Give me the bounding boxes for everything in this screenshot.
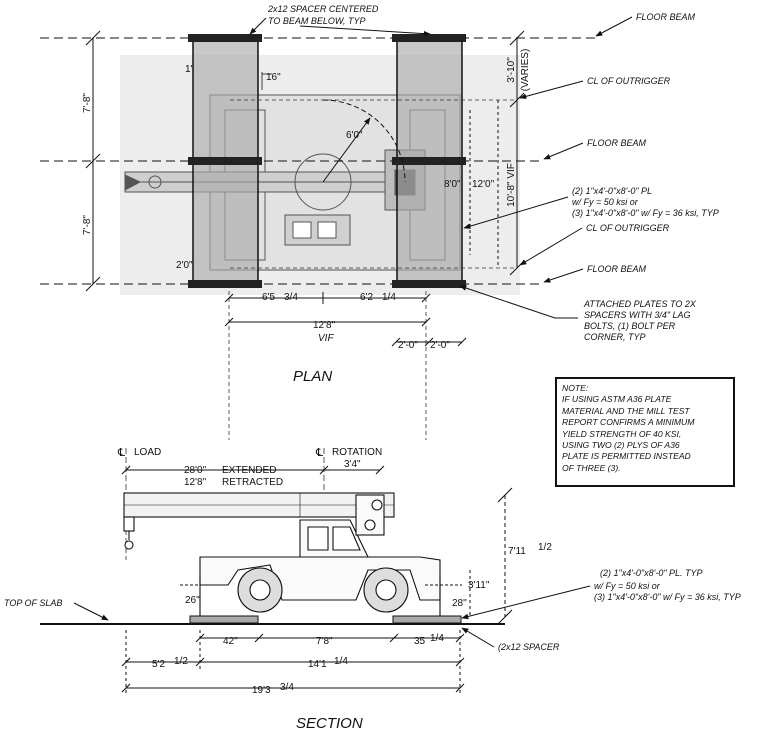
dim-seven-eight: 7'8"	[316, 636, 333, 647]
dim-six-five: 6'5	[262, 292, 275, 303]
cl-rotation-symbol: ℄	[315, 447, 323, 459]
dim-five-two-frac: 1/2	[174, 656, 188, 667]
dim-six-two: 6'2	[360, 292, 373, 303]
dim-twenty-eight-in: 28"	[452, 598, 467, 609]
dim-varies-note: (VARIES)	[520, 49, 531, 92]
crane-hook-block	[123, 516, 135, 532]
dim-two-ft-side: 2'0"	[176, 260, 193, 271]
dim-two-ft-b: 2'-0"	[430, 340, 450, 351]
dim-twelve-eight-sec: 12'8"	[184, 477, 207, 488]
dim-left-lower: 7'-8"	[82, 215, 93, 235]
dim-two-ft-a: 2'-0"	[398, 340, 418, 351]
dim-fourteen-one: 14'1	[308, 659, 327, 670]
dim-twelve-eight: 12'8"	[313, 320, 336, 331]
callout-cl-outrigger-bottom: CL OF OUTRIGGER	[586, 223, 670, 233]
callout-floor-beam-mid: FLOOR BEAM	[587, 138, 647, 148]
dim-fourteen-one-frac: 1/4	[334, 656, 348, 667]
callout-attached-line3: BOLTS, (1) BOLT PER	[584, 321, 676, 331]
dim-eight: 8'0"	[444, 179, 461, 190]
dim-twenty-six: 26"	[185, 595, 200, 606]
dim-retracted: RETRACTED	[222, 477, 283, 488]
callout-pl-line1: (2) 1"x4'-0"x8'-0" PL. TYP	[600, 568, 703, 578]
dim-extended: EXTENDED	[222, 465, 276, 476]
note-line: YIELD STRENGTH OF 40 KSI,	[562, 428, 682, 439]
dim-left-upper: 7'-8"	[82, 93, 93, 113]
callout-spacer-line2: TO BEAM BELOW, TYP	[268, 16, 366, 26]
spacer-bottom-left	[188, 280, 262, 288]
note-box: NOTE: IF USING ASTM A36 PLATE MATERIAL A…	[555, 377, 735, 487]
dim-nineteen-three-frac: 3/4	[280, 682, 294, 693]
callout-attached-line2: SPACERS WITH 3/4" LAG	[584, 310, 691, 320]
dim-nineteen-three: 19'3	[252, 685, 271, 696]
spacer-bottom-right	[392, 280, 466, 288]
dim-five-two: 5'2	[152, 659, 165, 670]
dim-sixteen: 16"	[266, 72, 281, 83]
callout-pl-line2: w/ Fy = 50 ksi or	[594, 581, 661, 591]
note-line: REPORT CONFIRMS A MINIMUM	[562, 417, 695, 428]
section-plate-left	[189, 615, 259, 624]
callout-spacer-sec: (2x12 SPACER	[498, 642, 560, 652]
callout-cl-outrigger-top: CL OF OUTRIGGER	[587, 76, 671, 86]
note-line: OF THREE (3).	[562, 462, 621, 473]
cl-load-symbol: ℄	[117, 447, 125, 459]
note-line: NOTE:	[562, 383, 589, 393]
note-line: MATERIAL AND THE MILL TEST	[562, 405, 690, 416]
spacer-mid-left	[188, 157, 262, 165]
spacer-mid-right	[392, 157, 466, 165]
cl-load-label: LOAD	[134, 447, 161, 458]
dim-thirty-five-frac: 1/4	[430, 633, 444, 644]
plan-view: 7'-8" 7'-8" 3'-10" (VARIES) 10'-8" VIF 1…	[40, 4, 719, 440]
callout-plates-line3: (3) 1"x4'-0"x8'-0" w/ Fy = 36 ksi, TYP	[572, 208, 719, 218]
dim-twelve: 12'0"	[472, 179, 495, 190]
callout-attached-line1: ATTACHED PLATES TO 2X	[583, 299, 697, 309]
section-view: ℄ LOAD ℄ ROTATION 28'0" EXTENDED 12'8" R…	[4, 447, 741, 732]
dim-one-inch: 1"	[185, 64, 195, 75]
dim-varies: 3'-10"	[506, 57, 517, 83]
callout-floor-beam-top: FLOOR BEAM	[636, 12, 696, 22]
section-plate-right	[392, 615, 462, 624]
spacer-top-left	[188, 34, 262, 42]
swing-radius-arc	[322, 99, 406, 183]
dim-three-eleven: 3'11"	[468, 580, 490, 591]
spacer-top-right	[392, 34, 466, 42]
dim-seven-eleven-frac: 1/2	[538, 542, 552, 553]
dim-twenty-eight: 28'0"	[184, 465, 207, 476]
note-line: USING TWO (2) PLYS OF A36	[562, 440, 680, 451]
callout-attached-line4: CORNER, TYP	[584, 332, 646, 342]
dim-forty-two: 42"	[223, 636, 238, 647]
dim-three-four: 3'4"	[344, 459, 361, 470]
callout-plates-line2: w/ Fy = 50 ksi or	[572, 197, 639, 207]
dim-six-two-frac: 1/4	[382, 292, 396, 303]
callout-top-of-slab: TOP OF SLAB	[4, 598, 62, 608]
dim-thirty-five: 35	[414, 636, 426, 647]
dim-six-five-frac: 3/4	[284, 292, 298, 303]
cl-rotation-label: ROTATION	[332, 447, 382, 458]
note-line: IF USING ASTM A36 PLATE	[562, 394, 672, 405]
note-line: PLATE IS PERMITTED INSTEAD	[562, 451, 691, 462]
dim-vif-right: 10'-8" VIF	[506, 163, 517, 207]
callout-floor-beam-bottom: FLOOR BEAM	[587, 264, 647, 274]
dim-seven-eleven: 7'11	[508, 546, 526, 557]
dim-vif: VIF	[318, 333, 334, 344]
callout-pl-line3: (3) 1"x4'-0"x8'-0" w/ Fy = 36 ksi, TYP	[594, 592, 741, 602]
callout-spacer-line1: 2x12 SPACER CENTERED	[267, 4, 379, 14]
crane-side-body	[123, 492, 462, 616]
section-title: SECTION	[296, 715, 363, 732]
dim-six: 6'0"	[346, 130, 363, 141]
crane-chassis	[199, 556, 441, 601]
plan-title: PLAN	[293, 368, 332, 385]
callout-plates-line1: (2) 1"x4'-0"x8'-0" PL	[572, 186, 652, 196]
